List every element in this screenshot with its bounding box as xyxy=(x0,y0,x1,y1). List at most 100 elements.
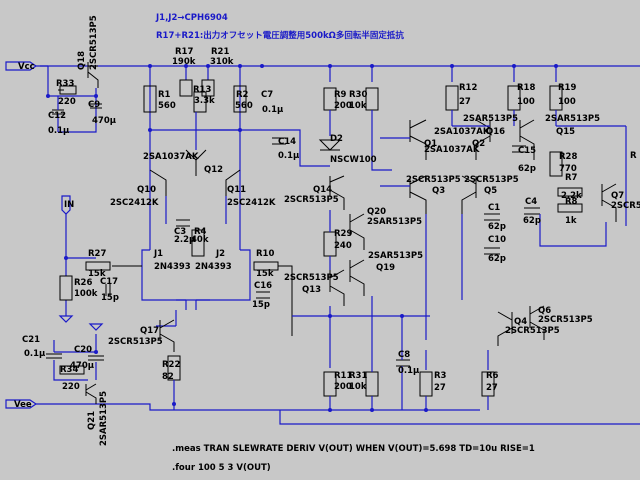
label-q5: Q5 xyxy=(484,186,497,196)
label-c4: C4 xyxy=(525,197,537,207)
label-q4: Q4 xyxy=(514,317,527,327)
label-r18-value: 100 xyxy=(517,97,535,107)
label-c17: C17 xyxy=(100,277,118,287)
label-j1-value: 2N4393 xyxy=(154,262,191,272)
diff-pair-block xyxy=(141,66,251,310)
label-r7-value: 2.2k xyxy=(561,191,582,201)
label-q19-value: 2SAR513P5 xyxy=(368,251,423,261)
label-c21: C21 xyxy=(22,335,40,345)
component-labels: Q18 2SCR513P5 R33 220 C9 470µ C12 0.1µ R… xyxy=(22,15,640,446)
label-q6: Q6 xyxy=(538,306,551,316)
label-c3: C3 xyxy=(174,227,186,237)
label-r12-value: 27 xyxy=(459,97,471,107)
vee-filter-block xyxy=(46,323,104,404)
label-q10-value: 2SC2412K xyxy=(110,198,159,208)
label-j1: J1 xyxy=(153,249,163,259)
label-r6-value: 27 xyxy=(486,383,498,393)
label-c20-value: 470µ xyxy=(70,361,94,371)
label-r33-value: 220 xyxy=(58,97,76,107)
label-q20-value: 2SAR513P5 xyxy=(367,217,422,227)
directive-meas: .meas TRAN SLEWRATE DERIV V(OUT) WHEN V(… xyxy=(172,444,535,454)
directive-four: .four 100 5 3 V(OUT) xyxy=(172,463,271,473)
label-r30-value: 10k xyxy=(349,101,367,111)
vcc-rail: Vcc xyxy=(5,61,640,80)
label-c9: C9 xyxy=(88,100,100,110)
label-r22: R22 xyxy=(162,360,180,370)
label-r27: R27 xyxy=(88,249,106,259)
junctions xyxy=(46,64,558,412)
label-r28-value: 770 xyxy=(559,164,577,174)
current-source-block xyxy=(156,310,181,410)
label-r9-value: 200 xyxy=(334,101,352,111)
label-c10: C10 xyxy=(488,235,506,245)
label-c8-value: 0.1µ xyxy=(398,366,419,376)
label-c10-value: 62p xyxy=(488,254,506,264)
label-r34: R34 xyxy=(60,365,78,375)
label-c14-value: 0.1µ xyxy=(278,151,299,161)
label-r2: R2 xyxy=(236,90,249,100)
label-r8-value: 1k xyxy=(565,216,577,226)
label-r1-value: 560 xyxy=(158,101,176,111)
label-c14: C14 xyxy=(278,137,296,147)
label-d2-value: NSCW100 xyxy=(330,155,377,165)
label-r27-value: 15k xyxy=(88,269,106,279)
label-r4: R4 xyxy=(194,227,207,237)
label-c21-value: 0.1µ xyxy=(24,349,45,359)
label-q7-value: 2SCR5 xyxy=(611,201,640,211)
output-stage-block xyxy=(380,66,626,410)
label-c7: C7 xyxy=(261,90,273,100)
label-c1-value: 62p xyxy=(488,222,506,232)
label-r34-value: 220 xyxy=(62,382,80,392)
output-port-label: R xyxy=(630,151,637,161)
label-r2-value: 560 xyxy=(235,101,253,111)
label-q17-value: 2SCR513P5 xyxy=(108,337,163,347)
label-r12: R12 xyxy=(459,83,477,93)
label-c12: C12 xyxy=(48,111,66,121)
label-j2: J2 xyxy=(215,249,225,259)
label-q13-value: 2SCR513P5 xyxy=(284,273,339,283)
label-q20: Q20 xyxy=(367,207,386,217)
label-q18-value: 2SCR513P5 xyxy=(89,15,99,70)
label-r22-value: 82 xyxy=(162,372,174,382)
label-r10: R10 xyxy=(256,249,274,259)
vcc-filter-block xyxy=(47,62,102,133)
label-q12-value: 2SA1037AK xyxy=(143,152,199,162)
label-q17: Q17 xyxy=(140,326,159,336)
vcc-port-label: Vcc xyxy=(18,62,35,72)
label-q12: Q12 xyxy=(204,165,223,175)
label-r9: R9 xyxy=(334,90,347,100)
label-c15: C15 xyxy=(518,146,536,156)
label-c3-value: 2.2µ xyxy=(174,235,195,245)
label-r26: R26 xyxy=(74,278,92,288)
label-q3: Q3 xyxy=(432,186,445,196)
label-c12-value: 0.1µ xyxy=(48,126,69,136)
label-r29: R29 xyxy=(334,229,352,239)
vee-port-label: Vee xyxy=(14,400,32,410)
label-q21: Q21 xyxy=(87,411,97,430)
label-r6: R6 xyxy=(486,371,499,381)
label-c4-value: 62p xyxy=(523,216,541,226)
label-c17-value: 15p xyxy=(101,293,119,303)
label-r29-value: 240 xyxy=(334,241,352,251)
label-q10: Q10 xyxy=(137,185,156,195)
label-c16: C16 xyxy=(254,281,272,291)
label-r31: R31 xyxy=(349,371,367,381)
label-q3-value: 2SCR513P5 xyxy=(406,175,461,185)
label-c8: C8 xyxy=(398,350,410,360)
label-r19-value: 100 xyxy=(558,97,576,107)
label-r26-value: 100k xyxy=(74,289,98,299)
label-q14: Q14 xyxy=(313,185,332,195)
label-q21-value: 2SAR513P5 xyxy=(99,391,109,446)
label-q15-value: 2SAR513P5 xyxy=(545,114,600,124)
label-q14-value: 2SCR513P5 xyxy=(284,195,339,205)
label-q7: Q7 xyxy=(611,191,624,201)
label-r4-value: 40k xyxy=(191,235,209,245)
input-network xyxy=(59,261,293,336)
label-c9-value: 470µ xyxy=(92,116,116,126)
label-r10-value: 15k xyxy=(256,269,274,279)
label-q15: Q15 xyxy=(556,127,575,137)
label-r17: R17 xyxy=(175,47,193,57)
label-q5-value: 2SCR513P5 xyxy=(464,175,519,185)
label-q16-value: 2SAR513P5 xyxy=(463,114,518,124)
